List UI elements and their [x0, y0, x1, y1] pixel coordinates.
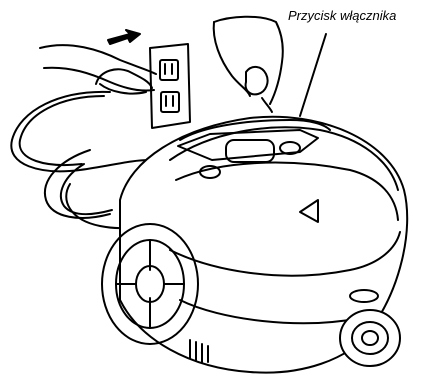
hose-inlet	[340, 310, 400, 366]
plug-hand	[40, 30, 156, 94]
wall-socket	[150, 44, 190, 128]
callout-line	[300, 34, 326, 116]
pressing-hand	[214, 17, 283, 112]
power-button-label: Przycisk włącznika	[288, 8, 396, 23]
